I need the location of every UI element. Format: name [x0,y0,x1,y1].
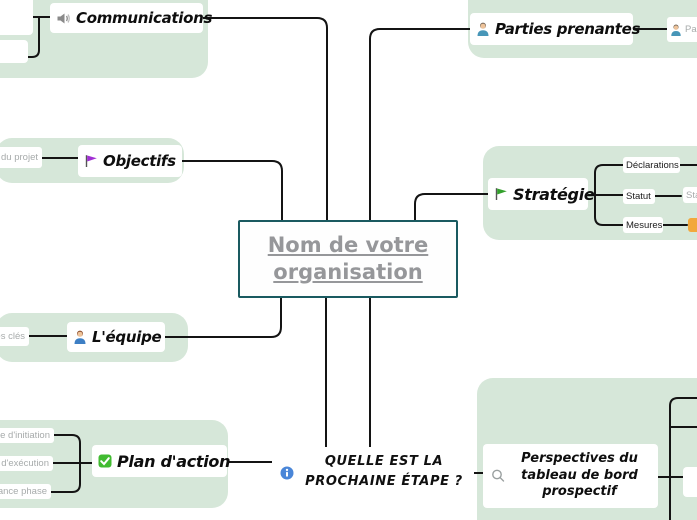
ghost-label: es clés [0,331,25,342]
perspectives-line1: Perspectives du [521,451,638,466]
flag-green-icon [494,187,508,201]
check-icon [98,454,112,468]
ghost-node-sta[interactable]: Sta [683,187,697,203]
center-label-line1: Nom de votre [267,233,429,257]
node-label: Perspectives du tableau de bord prospect… [505,451,654,501]
ghost-node-top-left-2[interactable] [0,40,28,63]
node-label: Mesures [626,219,663,231]
node-label: Déclarations [626,159,679,171]
node-strategie[interactable]: Stratégie [488,178,595,210]
node-label: Parties prenantes [495,20,641,38]
node-center-organisation[interactable]: Nom de votre organisation [238,220,458,298]
ghost-node-bottom-right[interactable] [683,467,697,497]
floating-note-text: QUELLE EST LA PROCHAINE ÉTAPE ? [296,452,472,492]
node-mesures[interactable]: Mesures [623,217,663,233]
ghost-node-parties-child[interactable]: Par [667,17,697,42]
node-label: L'équipe [92,328,162,346]
ghost-label: e d'exécution [0,458,49,469]
person-icon [670,24,682,36]
floating-note-line1: QUELLE EST LA [324,454,444,469]
perspectives-line2: tableau de bord [521,467,638,483]
ghost-label: Par [685,24,697,35]
ghost-label: se d'initiation [0,430,50,441]
ghost-label: Sta [686,189,697,201]
ghost-node-top-left-1[interactable] [0,0,33,35]
node-objectifs[interactable]: Objectifs [78,145,182,177]
ghost-node-maintenance-phase[interactable]: enance phase [0,484,51,499]
magnifier-icon [490,468,506,484]
floating-note-line2: PROCHAINE ÉTAPE ? [305,474,463,489]
info-icon [280,466,294,480]
ghost-node-orange-icon[interactable] [688,218,697,232]
node-label: Communications [76,9,213,27]
flag-purple-icon [84,154,98,168]
ghost-node-du-projet[interactable]: du projet [0,147,42,168]
node-label: Stratégie [513,184,595,204]
node-label: Objectifs [103,152,176,170]
ghost-node-phase-execution[interactable]: e d'exécution [0,456,53,471]
node-equipe[interactable]: L'équipe [67,322,165,352]
speaker-icon [56,11,71,26]
perspectives-line3: prospectif [542,484,617,499]
node-communications[interactable]: Communications [50,3,212,33]
ghost-label: enance phase [0,486,47,497]
node-plan-daction[interactable]: Plan d'action [92,445,231,477]
person-icon [476,22,490,36]
node-parties-prenantes[interactable]: Parties prenantes [470,13,640,45]
node-label: Plan d'action [117,451,231,471]
node-statut[interactable]: Statut [623,189,655,204]
person-icon [73,330,87,344]
node-floating-note[interactable]: QUELLE EST LA PROCHAINE ÉTAPE ? [272,447,474,499]
node-perspectives[interactable]: Perspectives du tableau de bord prospect… [483,444,658,508]
node-declarations[interactable]: Déclarations [623,157,680,173]
ghost-label: du projet [1,152,38,163]
node-label: Statut [626,191,651,202]
ghost-node-es-cles[interactable]: es clés [0,327,29,346]
ghost-node-phase-initiation[interactable]: se d'initiation [0,428,54,443]
center-label-line2: organisation [273,260,423,284]
